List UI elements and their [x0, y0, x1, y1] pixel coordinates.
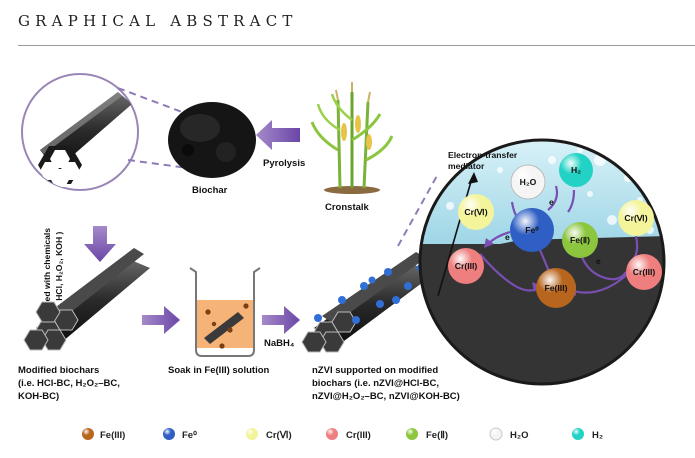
legend-item-h2o: H₂O: [489, 427, 528, 441]
electron-label-1: e: [549, 197, 554, 207]
legend-label-h2o: H₂O: [510, 430, 528, 441]
label-nzvi-line3: nZVI@H₂O₂–BC, nZVI@KOH-BC): [312, 391, 460, 402]
electron-label-3: e: [596, 256, 601, 266]
legend-item-fe3: Fe(III): [82, 428, 125, 441]
legend-item-cr6: Cr(Ⅵ): [246, 428, 292, 441]
cornstalk-plant: [310, 82, 394, 194]
soak-arrow: [142, 306, 180, 334]
label-treated-line1: Treated with chemicals: [42, 228, 52, 322]
label-mediator-line2: mediator: [448, 161, 485, 171]
legend-item-h2: H₂: [572, 428, 603, 441]
electron-label-2: e: [505, 232, 510, 242]
species-legend: Fe(III) Fe⁰ Cr(Ⅵ) Cr(III) Fe(Ⅱ) H₂O H₂: [82, 427, 603, 441]
treatment-arrow: [84, 226, 116, 262]
fe3-solution-beaker: [189, 267, 261, 357]
legend-label-h2: H₂: [592, 430, 603, 441]
zoom-connector-nzvi-top: [397, 173, 439, 247]
mechanism-circle: [418, 138, 666, 386]
species-cr3-left: Cr(III): [455, 261, 478, 271]
legend-item-fe0: Fe⁰: [163, 428, 197, 441]
label-modified-line1: Modified biochars: [18, 365, 99, 376]
label-biochar: Biochar: [192, 185, 228, 196]
legend-label-fe3: Fe(III): [100, 430, 125, 441]
legend-label-cr3: Cr(III): [346, 430, 371, 441]
nabh4-arrow: [262, 306, 300, 334]
label-nzvi-line2: biochars (i.e. nZVI@HCl-BC,: [312, 378, 439, 389]
biochar-magnified-circle: [21, 73, 139, 191]
species-fe3: Fe(III): [545, 283, 568, 293]
nzvi-biochar-rods: [301, 252, 434, 353]
legend-item-fe2: Fe(Ⅱ): [406, 428, 448, 441]
species-fe2: Fe(Ⅱ): [570, 235, 590, 245]
pyrolysis-arrow: [256, 120, 300, 150]
species-cr3-right: Cr(III): [633, 267, 656, 277]
header-divider: [18, 45, 695, 46]
label-treated-line2: (i.e. HCl, H₂O₂, KOH ): [54, 231, 64, 318]
biochar-lump: [168, 102, 256, 178]
page-title: GRAPHICAL ABSTRACT: [18, 12, 298, 30]
species-h2o: H₂O: [520, 177, 537, 187]
legend-label-fe2: Fe(Ⅱ): [426, 430, 448, 441]
legend-label-cr6: Cr(Ⅵ): [266, 430, 292, 441]
label-modified-line3: KOH-BC): [18, 391, 59, 402]
label-cornstalk: Cronstalk: [325, 202, 370, 213]
species-h2: H₂: [571, 165, 581, 175]
label-nabh4: NaBH₄: [264, 338, 295, 349]
species-cr6-left: Cr(Ⅵ): [464, 207, 487, 217]
label-mediator-line1: Electron-transfer: [448, 150, 518, 160]
label-modified-line2: (i.e. HCl-BC, H₂O₂–BC,: [18, 378, 120, 389]
label-nzvi-line1: nZVI supported on modified: [312, 365, 438, 376]
modified-biochar-rods: [23, 248, 150, 351]
species-fe0: Fe⁰: [525, 225, 539, 235]
species-cr6-right: Cr(Ⅵ): [624, 213, 647, 223]
zoom-connector-bottom: [127, 159, 189, 169]
legend-label-fe0: Fe⁰: [182, 430, 197, 441]
label-pyrolysis: Pyrolysis: [263, 158, 305, 169]
legend-item-cr3: Cr(III): [326, 428, 371, 441]
label-soak: Soak in Fe(III) solution: [168, 365, 270, 376]
